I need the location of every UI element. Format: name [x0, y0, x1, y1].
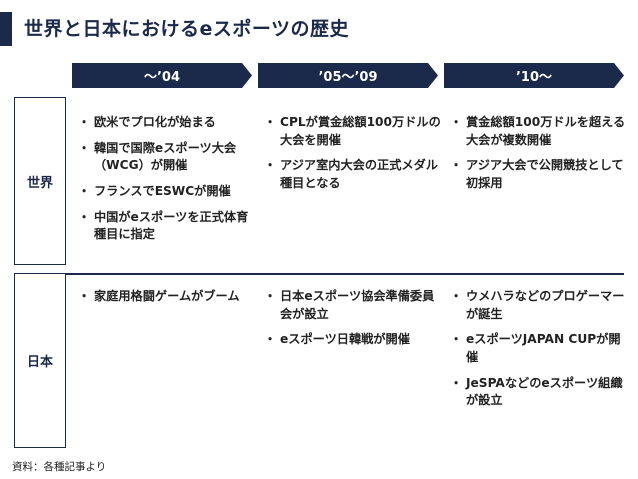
- cell-japan-period-1: 家庭用格闘ゲームがブーム: [78, 288, 258, 314]
- page-title: 世界と日本におけるeスポーツの歴史: [24, 18, 350, 40]
- list-item: eスポーツJAPAN CUPが開催: [450, 331, 630, 366]
- cell-japan-period-2: 日本eスポーツ協会準備委員会が設立 eスポーツ日韓戦が開催: [264, 288, 444, 357]
- list-item: eスポーツ日韓戦が開催: [264, 331, 444, 349]
- period-header-3: ’10～: [444, 63, 624, 88]
- row-label-japan: 日本: [14, 273, 66, 448]
- list-item: 欧米でプロ化が始まる: [78, 114, 258, 132]
- cell-world-period-1: 欧米でプロ化が始まる 韓国で国際eスポーツ大会（WCG）が開催 フランスでESW…: [78, 114, 258, 252]
- row-label-world: 世界: [14, 97, 66, 265]
- cell-world-period-2: CPLが賞金総額100万ドルの大会を開催 アジア室内大会の正式メダル種目となる: [264, 114, 444, 201]
- period-header-1: ～’04: [72, 63, 252, 88]
- list-item: 日本eスポーツ協会準備委員会が設立: [264, 288, 444, 323]
- list-item: ウメハラなどのプロゲーマーが誕生: [450, 288, 630, 323]
- cell-japan-period-3: ウメハラなどのプロゲーマーが誕生 eスポーツJAPAN CUPが開催 JeSPA…: [450, 288, 630, 418]
- list-item: JeSPAなどのeスポーツ組織が設立: [450, 375, 630, 410]
- list-item: 韓国で国際eスポーツ大会（WCG）が開催: [78, 140, 258, 175]
- source-note: 資料：各種記事より: [12, 461, 107, 473]
- list-item: 家庭用格闘ゲームがブーム: [78, 288, 258, 306]
- cell-world-period-3: 賞金総額100万ドルを超える大会が複数開催 アジア大会で公開競技として初採用: [450, 114, 630, 201]
- list-item: アジア大会で公開競技として初採用: [450, 157, 630, 192]
- list-item: 賞金総額100万ドルを超える大会が複数開催: [450, 114, 630, 149]
- row-divider: [14, 273, 624, 275]
- list-item: 中国がeスポーツを正式体育種目に指定: [78, 209, 258, 244]
- list-item: アジア室内大会の正式メダル種目となる: [264, 157, 444, 192]
- title-accent-bar: [0, 12, 12, 46]
- list-item: フランスでESWCが開催: [78, 183, 258, 201]
- list-item: CPLが賞金総額100万ドルの大会を開催: [264, 114, 444, 149]
- period-header-2: ’05～’09: [258, 63, 438, 88]
